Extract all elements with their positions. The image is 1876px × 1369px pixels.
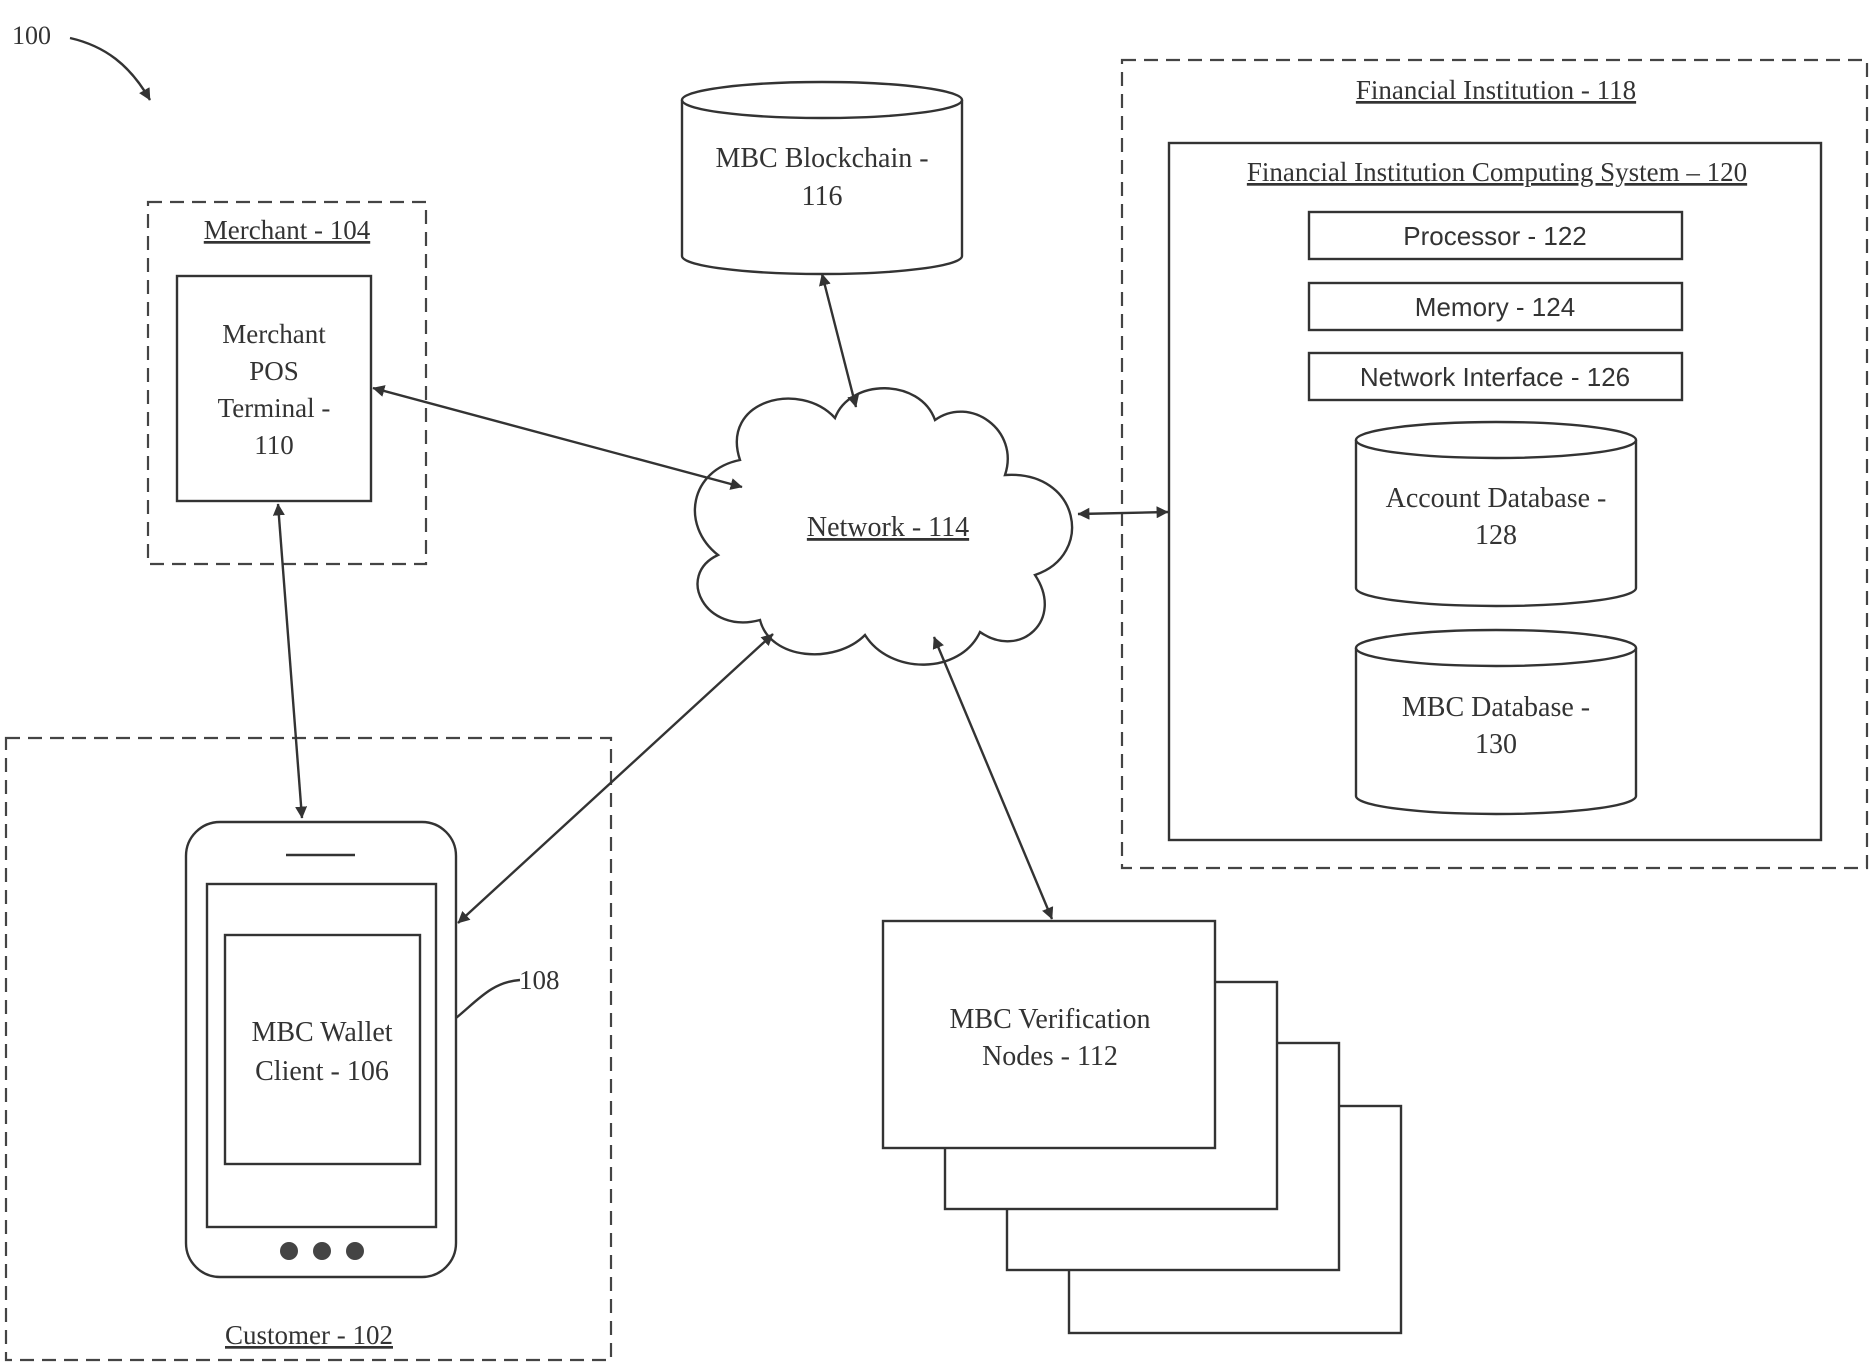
customer-group: Customer - 102 MBC Wallet Client - 106 1…	[6, 738, 611, 1360]
financial-institution-group: Financial Institution - 118 Financial In…	[1122, 60, 1867, 868]
customer-title: Customer - 102	[225, 1320, 393, 1350]
connector-pos-wallet	[278, 504, 302, 818]
mbc-db-label-line1: MBC Database -	[1402, 692, 1590, 723]
verification-nodes-stack: MBC Verification Nodes - 112	[883, 921, 1401, 1333]
merchant-title: Merchant - 104	[204, 215, 371, 245]
verification-label-line2: Nodes - 112	[982, 1041, 1118, 1072]
financial-institution-title: Financial Institution - 118	[1356, 75, 1636, 105]
connector-pos-network	[373, 388, 742, 487]
connector-wallet-network	[458, 634, 773, 923]
blockchain-label-line1: MBC Blockchain -	[715, 143, 928, 174]
connector-blockchain-network	[822, 274, 856, 407]
phone-button-dot	[346, 1242, 364, 1260]
verification-label-line1: MBC Verification	[950, 1004, 1151, 1035]
wallet-label-line1: MBC Wallet	[251, 1017, 392, 1048]
phone-button-dot	[280, 1242, 298, 1260]
pos-label-line3: Terminal -	[218, 393, 331, 423]
wallet-label-line2: Client - 106	[255, 1056, 389, 1087]
device-ref-label: 108	[519, 965, 560, 995]
connector-network-verification	[934, 637, 1052, 919]
connector-network-fi	[1078, 512, 1168, 514]
blockchain-label-line2: 116	[802, 181, 843, 212]
device-ref-leader	[456, 980, 520, 1018]
customer-mobile-device	[186, 822, 456, 1277]
mbc-blockchain: MBC Blockchain - 116	[682, 82, 962, 274]
account-db-label-line1: Account Database -	[1386, 483, 1607, 514]
blockchain-cylinder-top	[682, 82, 962, 118]
phone-button-dot	[313, 1242, 331, 1260]
fi-computing-system-title: Financial Institution Computing System –…	[1247, 157, 1747, 187]
figure-ref-label: 100	[12, 21, 51, 50]
memory-label: Memory - 124	[1415, 292, 1575, 322]
network-cloud: Network - 114	[695, 388, 1072, 664]
account-db-label-line2: 128	[1475, 520, 1517, 551]
merchant-group: Merchant - 104 Merchant POS Terminal - 1…	[148, 202, 426, 564]
pos-label-line2: POS	[249, 356, 299, 386]
network-label: Network - 114	[807, 512, 969, 543]
merchant-pos-terminal	[177, 276, 371, 501]
figure-ref-arrow	[70, 38, 150, 100]
network-interface-label: Network Interface - 126	[1360, 362, 1630, 392]
mbc-db-top	[1356, 630, 1636, 666]
pos-label-line4: 110	[254, 430, 294, 460]
processor-label: Processor - 122	[1403, 221, 1587, 251]
pos-label-line1: Merchant	[222, 319, 326, 349]
account-db-top	[1356, 422, 1636, 458]
mbc-db-label-line2: 130	[1475, 729, 1517, 760]
